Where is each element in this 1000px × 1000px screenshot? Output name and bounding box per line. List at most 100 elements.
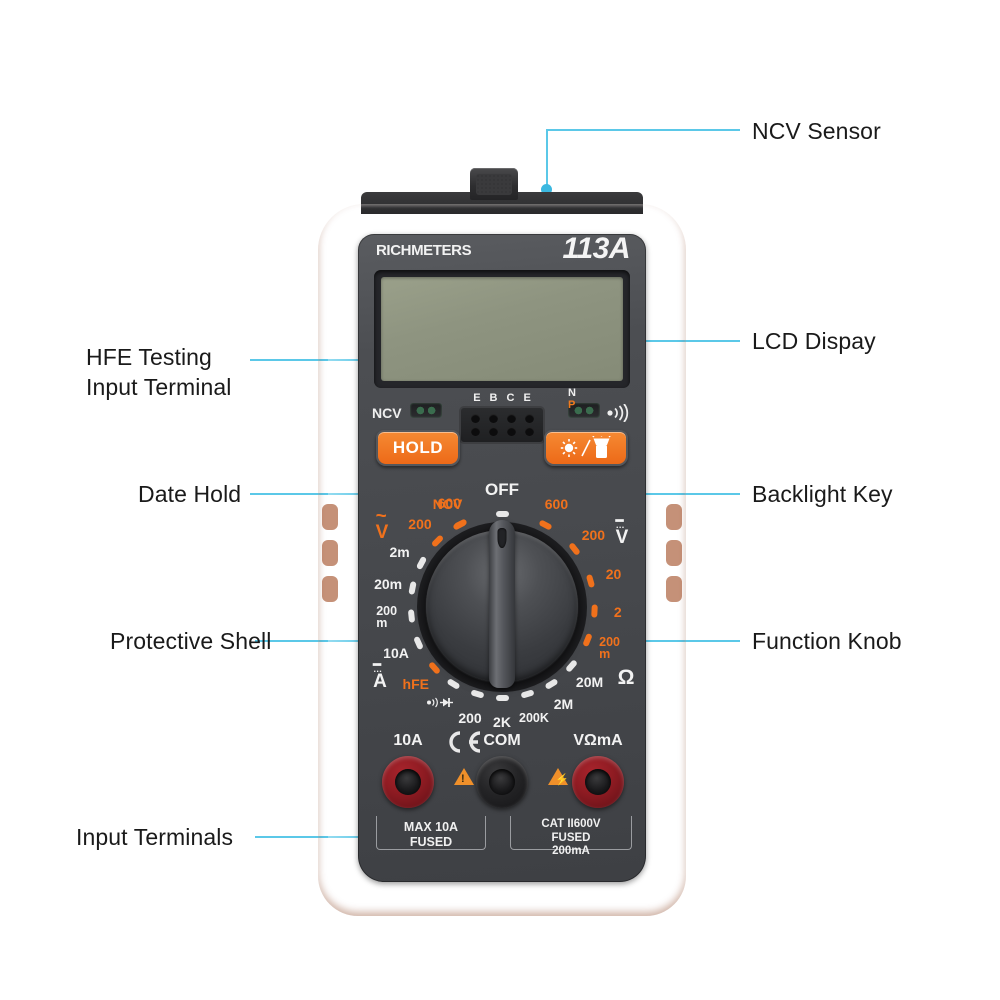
dial-tick[interactable] [470,689,485,700]
grip-notch [666,540,682,566]
brand-text: RICHMETERS [376,242,472,259]
ohm-symbol: Ω [617,666,635,689]
device-front-face: RICHMETERS 113A NCV [358,232,646,882]
dc-voltage-symbol: ━ … V [615,513,629,548]
terminal-jack-com[interactable] [476,756,528,808]
dial-tick[interactable] [586,573,596,588]
leader-dot-ncv [541,184,552,195]
dial-tick[interactable] [568,542,582,557]
callout-date-hold: Date Hold [138,481,242,507]
terminal-label-vohmma: VΩmA [573,732,623,749]
dial-position-label[interactable]: 2K [493,714,511,730]
dial-position-label[interactable]: 2m [389,543,410,560]
ac-voltage-symbol: ~ V [375,505,389,544]
hfe-pin[interactable] [488,414,498,423]
leader-ncv-vertical [546,130,548,190]
dial-tick[interactable] [582,633,594,648]
callout-protective-shell: Protective Shell [110,628,272,654]
dial-position-label[interactable]: 2 [613,604,622,621]
model-number: 113A [562,232,631,265]
hfe-pin-label: E [473,392,481,404]
grip-notch [322,540,338,566]
grip-notch [666,576,682,602]
dial-position-label[interactable]: 600 [437,494,462,511]
fuse-text-left: MAX 10A FUSED [403,820,459,849]
callout-function-knob: Function Knob [752,628,902,654]
dial-position-label[interactable]: hFE [402,675,430,692]
dial-tick[interactable] [407,608,415,623]
hfe-polarity-labels: N P [568,387,576,411]
hfe-pin[interactable] [470,427,480,436]
continuity-led-window-icon [568,403,600,418]
leader-backlight [613,493,740,495]
leader-lcd [610,340,740,342]
dial-position-label[interactable]: NCV [432,495,463,512]
ncv-led-window-icon [410,403,442,418]
dial-position-label[interactable]: 20 [605,566,622,583]
warning-triangle-icon: ⚡ [548,768,569,786]
backlight-button[interactable] [544,430,628,466]
dial-tick[interactable] [520,689,535,700]
dial-tick[interactable] [496,695,509,701]
fuse-text-right: CAT II600V FUSED 200mA [541,818,601,858]
ncv-shelf [361,192,643,214]
dial-tick[interactable] [538,519,553,531]
hfe-pin-label: C [506,392,515,404]
dial-position-label[interactable]: 600 [544,495,569,512]
warning-triangle-icon: ! [454,768,474,785]
knob-pointer[interactable] [489,520,515,688]
hfe-pin[interactable] [488,427,498,436]
hfe-polarity-p: P [568,398,576,411]
leader-hold [250,493,405,495]
buzzer-icon [607,404,629,422]
hfe-pin-label: E [523,392,531,404]
callout-hfe-terminal: HFE Testing Input Terminal [86,344,232,401]
dial-tick[interactable] [496,511,509,517]
callout-input-terminals: Input Terminals [76,824,234,850]
hfe-socket[interactable] [459,406,545,444]
multimeter-device: RICHMETERS 113A NCV [312,168,692,920]
dial-tick[interactable] [544,678,559,691]
hfe-polarity-n: N [568,387,576,399]
dial-position-label[interactable] [426,697,456,712]
leader-ncv-horizontal [546,129,740,131]
hfe-socket-group[interactable]: E B C E N P [454,387,576,444]
fuse-box-right [510,816,632,850]
callout-ncv-sensor: NCV Sensor [752,118,881,144]
dial-position-label[interactable]: OFF [485,480,519,499]
dial-position-label[interactable]: 10A [383,645,409,662]
grip-notch [322,576,338,602]
dial-tick[interactable] [408,581,417,596]
hold-button[interactable]: HOLD [376,430,460,466]
brand-logo: RICHMETERS [376,242,472,259]
dial-position-label[interactable]: 2M [553,696,574,713]
dial-position-label[interactable]: 20M [575,674,604,691]
dial-tick[interactable] [565,659,579,674]
dial-position-label[interactable]: 200 [581,526,606,543]
hfe-pin[interactable] [506,427,516,436]
input-terminals: 10A COM VΩmA ! ⚡ MAX [358,728,646,870]
ncv-sensor[interactable] [469,168,518,200]
sun-flashlight-icon [560,436,611,458]
terminal-jack-vohmma[interactable] [572,756,624,808]
hfe-pin[interactable] [470,414,480,423]
terminal-label-10a: 10A [393,732,423,749]
terminal-jack-10a[interactable] [382,756,434,808]
dial-tick[interactable] [453,518,468,530]
dial-tick[interactable] [591,604,598,618]
dial-position-label[interactable]: 200 [458,709,482,726]
hfe-pin[interactable] [524,414,534,423]
grip-notch [666,504,682,530]
dial-position-label[interactable]: 200K [519,710,549,725]
hfe-pin[interactable] [524,427,534,436]
indicator-row: NCV [358,396,646,430]
leader-shell [255,640,370,642]
dial-position-label[interactable]: 20m [374,575,403,592]
dial-position-label[interactable]: 200 [408,515,432,532]
hfe-pin[interactable] [506,414,516,423]
ncv-label: NCV [372,405,402,421]
